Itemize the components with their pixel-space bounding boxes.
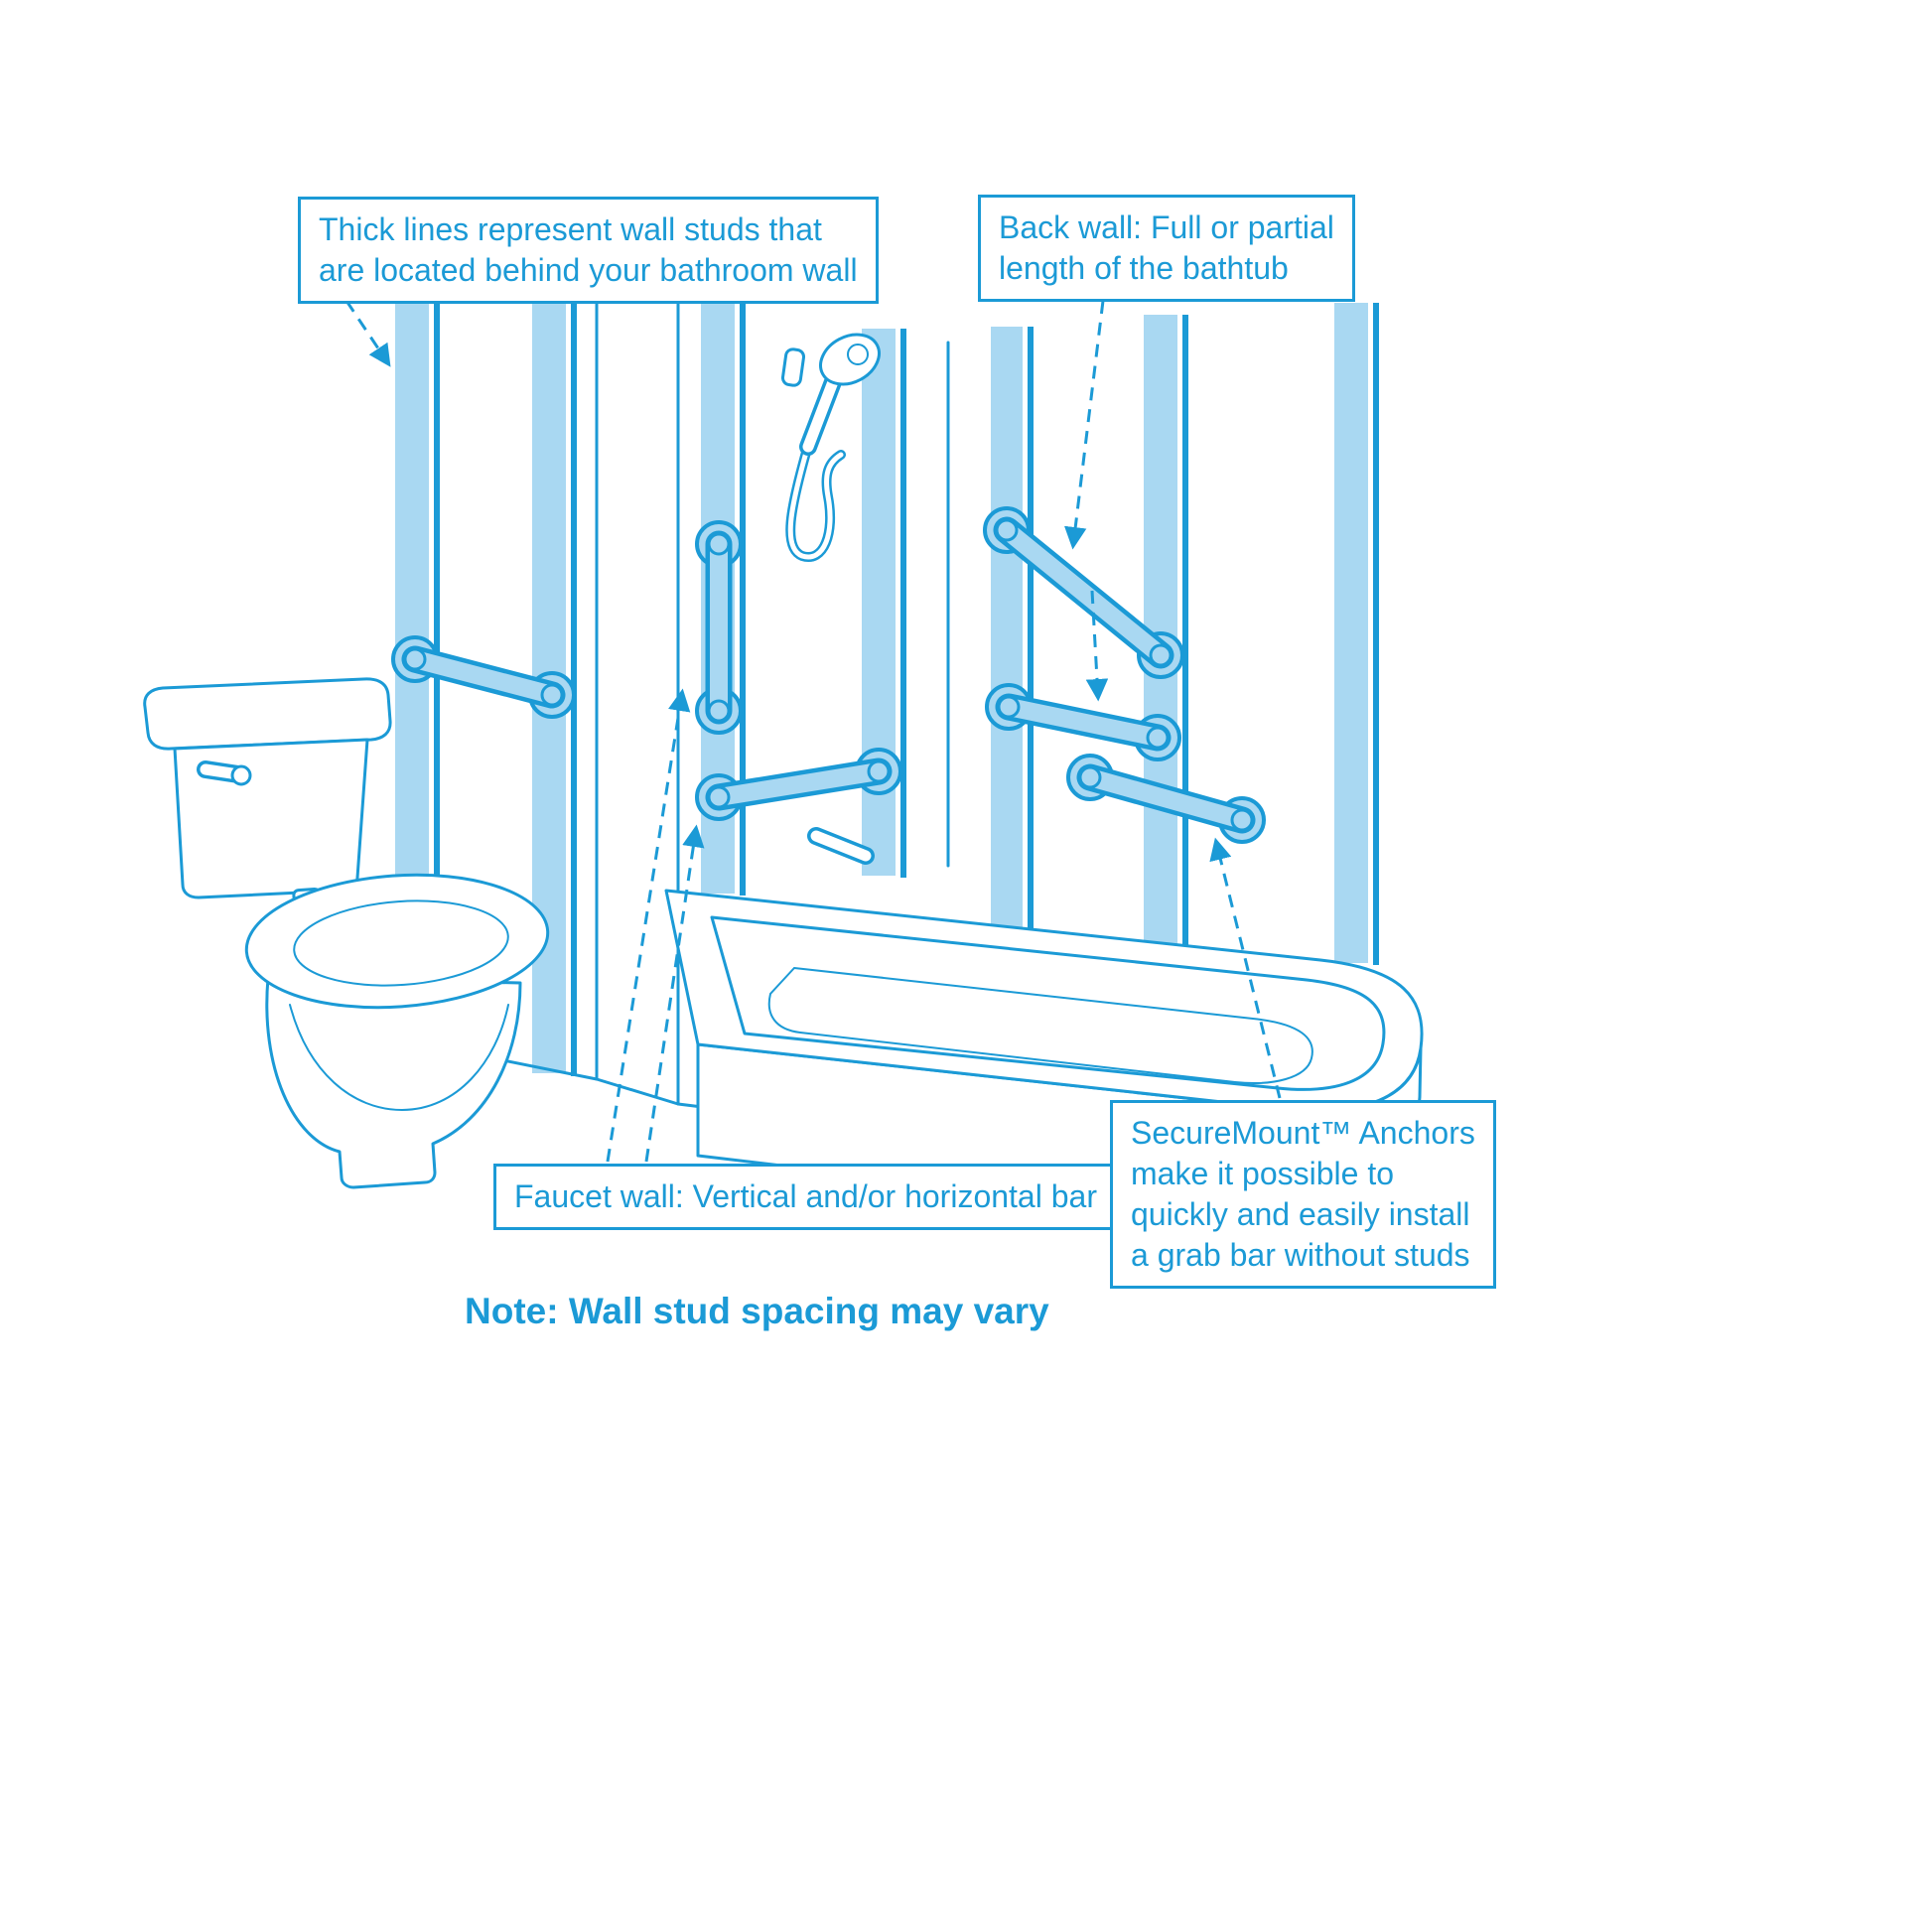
leader-wall-studs: [345, 300, 391, 367]
bathtub-basin: [710, 915, 1386, 1091]
callout-securemount: SecureMount™ Anchors make it possible to…: [1110, 1100, 1496, 1289]
grab-bar-back-diagonal: [983, 506, 1184, 679]
shower-hose-inner: [787, 446, 844, 560]
bathtub-floor-line: [767, 966, 1313, 1084]
grab-bar-securemount: [1066, 754, 1266, 844]
callout-back-wall-line2: length of the bathtub: [999, 249, 1289, 286]
wall-stud: [1334, 303, 1368, 963]
leader-back-wall-lower: [1085, 590, 1109, 702]
wall-stud-edge: [1373, 303, 1379, 965]
callout-wall-studs: Thick lines represent wall studs that ar…: [298, 197, 879, 304]
stud-spacing-note: Note: Wall stud spacing may vary: [465, 1291, 1049, 1331]
wall-stud-edge: [1028, 327, 1034, 933]
grab-bar-faucet-vertical: [695, 520, 743, 735]
shower-face: [847, 344, 869, 365]
callout-faucet-wall-text: Faucet wall: Vertical and/or horizontal …: [514, 1178, 1097, 1214]
tub-spout-icon: [807, 827, 875, 865]
callout-securemount-line4: a grab bar without studs: [1131, 1236, 1470, 1273]
wall-stud: [991, 327, 1023, 931]
leader-faucet-horizontal: [644, 824, 705, 1163]
shower-handle-inner: [802, 373, 840, 453]
callout-securemount-line1: SecureMount™ Anchors: [1131, 1115, 1475, 1151]
toilet-bowl-line: [289, 1004, 509, 1112]
leader-lines: [345, 300, 1282, 1163]
callout-securemount-line3: quickly and easily install: [1131, 1195, 1470, 1232]
shower-bracket: [780, 347, 806, 387]
grab-bar-faucet-horizontal: [695, 748, 902, 821]
toilet-flush-knob: [230, 764, 252, 786]
wall-stud-edge: [1182, 315, 1188, 947]
callout-securemount-line2: make it possible to: [1131, 1155, 1395, 1191]
toilet-seat-inner: [293, 899, 509, 987]
wall-stud-edge: [740, 297, 746, 896]
back-wall-studs: [991, 303, 1379, 965]
leader-faucet-vertical: [606, 688, 691, 1163]
bathtub: [664, 889, 1424, 1225]
callout-back-wall: Back wall: Full or partial length of the…: [978, 195, 1355, 302]
callout-wall-studs-line1: Thick lines represent wall studs that: [319, 211, 822, 247]
grab-bar-toilet-wall: [391, 635, 576, 719]
grab-bar-back-horizontal: [985, 683, 1181, 761]
callout-back-wall-line1: Back wall: Full or partial: [999, 209, 1334, 245]
hand-shower-icon: [780, 333, 881, 562]
callout-faucet-wall: Faucet wall: Vertical and/or horizontal …: [493, 1164, 1118, 1230]
leader-securemount: [1209, 837, 1282, 1099]
wall-stud-edge: [900, 329, 906, 878]
toilet: [143, 677, 550, 1189]
leader-back-wall-upper: [1064, 300, 1105, 550]
toilet-bowl: [265, 976, 522, 1189]
toilet-tank-lid: [143, 677, 392, 751]
callout-wall-studs-line2: are located behind your bathroom wall: [319, 251, 858, 288]
